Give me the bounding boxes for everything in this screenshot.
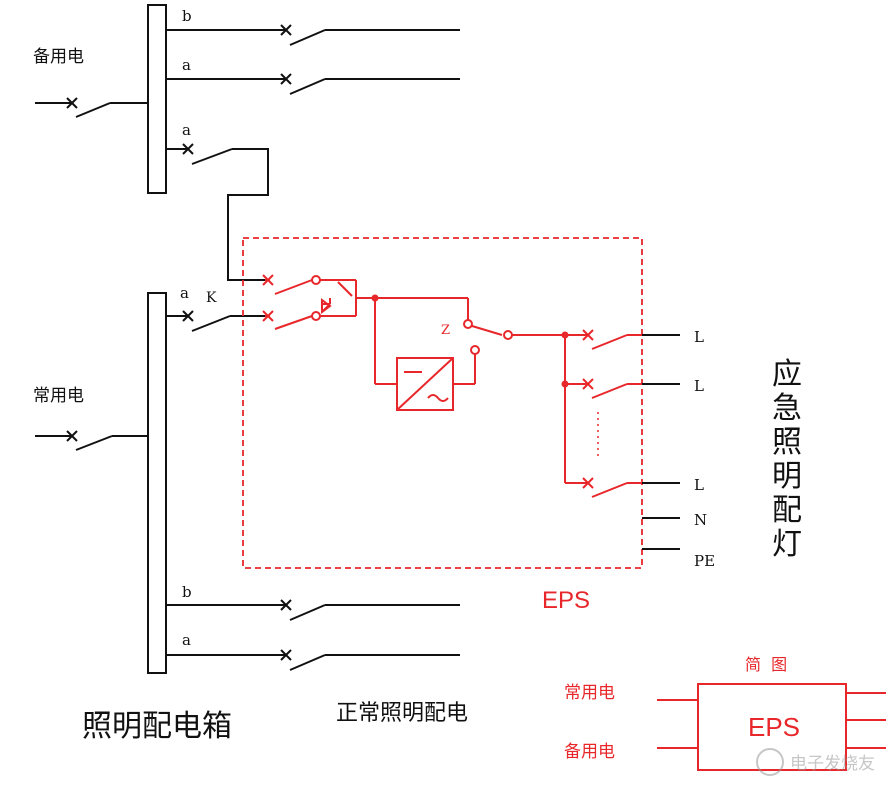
emergency-char: 明 [772,459,802,494]
label-simp-backup: 备用电 [564,742,615,762]
label-backup-power: 备用电 [33,47,84,67]
label-normal-power: 常用电 [33,386,84,406]
backup-feeder-switch [75,102,111,118]
normal-bus-group [35,292,460,674]
watermark-text: 电子发烧友 [790,754,875,774]
switch-x-icon [280,599,292,611]
label-bus-a: a [182,56,191,74]
emergency-char: 照 [772,425,802,460]
label-simp-eps: EPS [748,712,800,742]
output-x-icon [582,477,594,489]
k-switch [191,315,231,332]
interlock-triangle-icon [321,298,332,314]
label-bus-a: a [182,631,191,649]
eps-unit [242,237,643,569]
backup-busbar [147,4,167,194]
switch-x-icon [182,310,194,322]
normal-feeder-x-icon [66,430,78,442]
ats-x-icon [262,274,274,286]
output-x-icon [582,329,594,341]
label-bus-b: b [182,7,192,25]
label-output-l: L [694,377,704,395]
label-normal-lighting: 正常照明配电 [336,701,468,726]
label-z: Z [441,323,450,338]
label-output-l: L [694,328,704,346]
emergency-vertical-label: 应 急 照 明 配 灯 [772,357,802,562]
switch-x-icon [280,73,292,85]
simplified-eps-box [697,683,847,771]
label-bus-a: a [180,284,189,302]
z-switch-blade [471,325,503,336]
label-eps: EPS [542,587,590,614]
backup-bus-group [35,4,460,281]
label-simplified: 简 图 [745,655,787,674]
simplified-diagram [657,683,886,771]
emergency-char: 配 [772,493,802,528]
backup-to-eps-wire [227,148,269,281]
normal-busbar [147,292,167,674]
normal-feeder-switch [75,435,113,451]
label-output-pe: PE [694,552,715,570]
label-k: K [206,290,217,306]
label-output-n: N [694,511,707,529]
eps-boundary [242,237,643,569]
watermark-logo: 电子发烧友 [756,748,875,776]
switch-x-icon [280,24,292,36]
emergency-char: 应 [772,357,802,392]
z-contact-top [463,319,473,329]
label-simp-normal: 常用电 [564,683,615,703]
output-x-icon [582,378,594,390]
label-bus-a: a [182,121,191,139]
label-bus-b: b [182,583,192,601]
ats-x-icon [262,310,274,322]
z-contact-bottom [470,345,480,355]
eps-output-lines [642,334,680,550]
emergency-char: 急 [772,391,802,426]
ac-wave-icon [427,394,449,402]
label-output-l: L [694,476,704,494]
watermark-icon [756,748,784,776]
switch-x-icon [280,649,292,661]
emergency-char: 灯 [772,527,802,562]
label-lighting-box: 照明配电箱 [82,709,232,744]
switch-x-icon [182,143,194,155]
backup-feeder-x-icon [66,97,78,109]
